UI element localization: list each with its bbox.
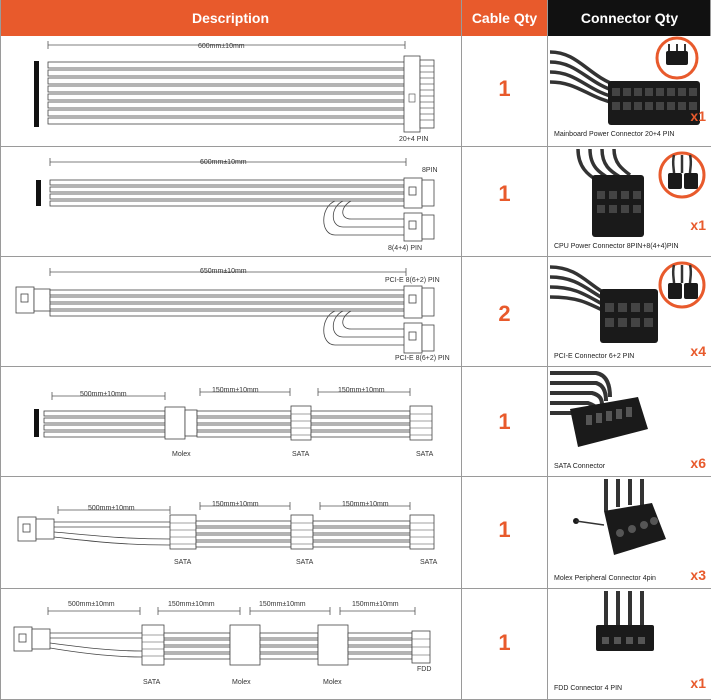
row-divider bbox=[0, 476, 711, 477]
connector-count: x1 bbox=[690, 217, 706, 233]
plug-label: 20+4 PIN bbox=[399, 136, 429, 143]
header-description: Description bbox=[0, 0, 461, 36]
plug-label: SATA bbox=[416, 451, 434, 458]
atx-24pin-connector-icon bbox=[549, 36, 700, 125]
fdd-cable-diagram bbox=[13, 607, 431, 666]
molex-connector-icon bbox=[573, 479, 666, 555]
header-connector-qty: Connector Qty bbox=[548, 0, 711, 36]
table-row: 500mm±10mm 150mm±10mm 150mm±10mm SATA SA… bbox=[0, 477, 711, 588]
atx-cable-diagram bbox=[34, 41, 435, 133]
connector-cell: PCI-E Connector 6+2 PIN x4 bbox=[548, 257, 711, 366]
row-divider bbox=[0, 366, 711, 367]
cable-qty-value: 1 bbox=[498, 181, 511, 206]
row-divider bbox=[0, 588, 711, 589]
cable-length: 150mm±10mm bbox=[338, 387, 385, 394]
cable-length: 500mm±10mm bbox=[68, 601, 115, 608]
connector-name: FDD Connector 4 PIN bbox=[554, 685, 623, 692]
table-border bbox=[0, 0, 1, 700]
connector-cell: Mainboard Power Connector 20+4 PIN x1 bbox=[548, 36, 711, 146]
sata-cable-diagram bbox=[34, 388, 433, 441]
cpu-cable-diagram bbox=[36, 158, 435, 242]
connector-name: PCI-E Connector 6+2 PIN bbox=[554, 353, 635, 360]
cable-qty-value: 2 bbox=[498, 301, 511, 326]
connector-name: Mainboard Power Connector 20+4 PIN bbox=[554, 131, 675, 138]
column-divider bbox=[547, 0, 548, 700]
connector-name: Molex Peripheral Connector 4pin bbox=[554, 575, 656, 582]
plug-label: SATA bbox=[174, 559, 192, 566]
table-row: 500mm±10mm 150mm±10mm 150mm±10mm 150mm±1… bbox=[0, 589, 711, 699]
table-row: 600mm±10mm 8PIN 8(4+4) PIN 1 bbox=[0, 147, 711, 256]
connector-name: SATA Connector bbox=[554, 463, 606, 470]
table-row: 500mm±10mm 150mm±10mm 150mm±10mm Molex S… bbox=[0, 367, 711, 476]
plug-label: SATA bbox=[143, 679, 161, 686]
pcie-8pin-connector-icon bbox=[549, 261, 706, 343]
connector-count: x3 bbox=[690, 567, 706, 583]
plug-label: SATA bbox=[420, 559, 438, 566]
cable-qty-value: 1 bbox=[498, 76, 511, 101]
table-row: 600mm±10mm 20+4 PIN 1 bbox=[0, 36, 711, 146]
cable-length: 600mm±10mm bbox=[198, 43, 245, 50]
plug-label: 8PIN bbox=[422, 167, 438, 174]
row-divider bbox=[0, 146, 711, 147]
connector-count: x6 bbox=[690, 455, 706, 471]
plug-label: FDD bbox=[417, 666, 432, 673]
connector-count: x4 bbox=[690, 343, 706, 359]
plug-label: SATA bbox=[292, 451, 310, 458]
cable-length: 150mm±10mm bbox=[352, 601, 399, 608]
plug-label: Molex bbox=[232, 679, 251, 686]
header-cable-qty: Cable Qty bbox=[461, 0, 548, 36]
sata-connector-icon bbox=[550, 371, 648, 447]
plug-label: Molex bbox=[323, 679, 342, 686]
cable-length: 600mm±10mm bbox=[200, 159, 247, 166]
connector-count: x1 bbox=[690, 675, 706, 691]
cable-length: 150mm±10mm bbox=[342, 501, 389, 508]
cpu-8pin-connector-icon bbox=[576, 148, 706, 237]
cable-qty-value: 1 bbox=[498, 517, 511, 542]
connector-count: x1 bbox=[690, 108, 706, 124]
connector-cell: CPU Power Connector 8PIN+8(4+4)PIN x1 bbox=[548, 147, 711, 256]
plug-label: SATA bbox=[296, 559, 314, 566]
column-divider bbox=[461, 0, 462, 700]
table-row: 650mm±10mm PCI-E 8(6+2) PIN PCI-E 8(6+2)… bbox=[0, 257, 711, 366]
connector-cell: SATA Connector x6 bbox=[548, 367, 711, 476]
row-divider bbox=[0, 256, 711, 257]
plug-label: PCI-E 8(6+2) PIN bbox=[385, 277, 440, 284]
plug-label: 8(4+4) PIN bbox=[388, 245, 423, 252]
molex-cable-diagram bbox=[17, 502, 435, 550]
cable-length: 150mm±10mm bbox=[212, 501, 259, 508]
connector-cell: Molex Peripheral Connector 4pin x3 bbox=[548, 477, 711, 588]
plug-label: PCI-E 8(6+2) PIN bbox=[395, 355, 450, 362]
cable-length: 500mm±10mm bbox=[80, 391, 127, 398]
connector-name: CPU Power Connector 8PIN+8(4+4)PIN bbox=[554, 243, 679, 250]
pcie-cable-diagram bbox=[15, 268, 435, 354]
cable-length: 650mm±10mm bbox=[200, 268, 247, 275]
connector-cell: FDD Connector 4 PIN x1 bbox=[548, 589, 711, 699]
fdd-connector-icon bbox=[596, 591, 654, 651]
cable-length: 500mm±10mm bbox=[88, 505, 135, 512]
plug-label: Molex bbox=[172, 451, 191, 458]
cable-qty-value: 1 bbox=[498, 409, 511, 434]
cable-length: 150mm±10mm bbox=[259, 601, 306, 608]
cable-length: 150mm±10mm bbox=[168, 601, 215, 608]
cable-qty-value: 1 bbox=[498, 630, 511, 655]
cable-length: 150mm±10mm bbox=[212, 387, 259, 394]
